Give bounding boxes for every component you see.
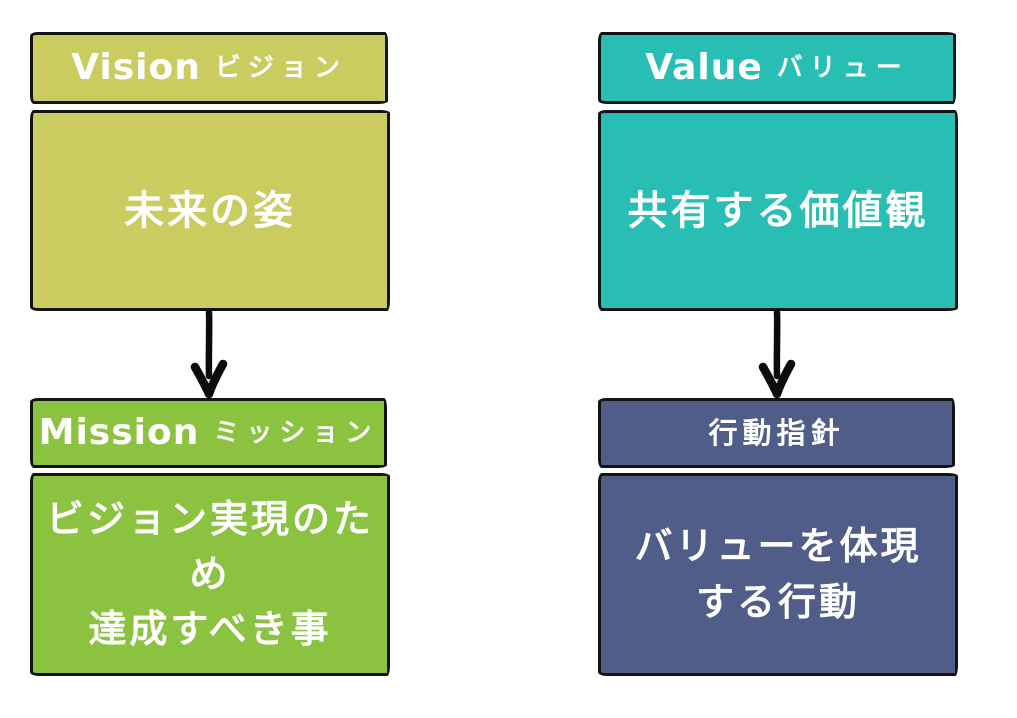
mission-header-box: Mission ミッション — [30, 398, 387, 468]
vision-body-text: 未来の姿 — [124, 187, 296, 234]
guideline-body-box: バリューを体現 する行動 — [598, 473, 958, 676]
value-body-text: 共有する価値観 — [627, 187, 929, 234]
value-body-box: 共有する価値観 — [598, 110, 958, 311]
guideline-body-line1: バリューを体現 — [634, 524, 922, 569]
guideline-body-line2: する行動 — [695, 579, 860, 624]
value-header-en-label: Value — [645, 47, 763, 88]
vision-header-ja-label: ビジョン — [214, 53, 347, 83]
guideline-header-label: 行動指針 — [708, 415, 845, 450]
mission-header-en-label: Mission — [38, 412, 200, 453]
guideline-header-box: 行動指針 — [598, 398, 955, 468]
value-header-box: Value バリュー — [598, 32, 956, 104]
mission-body-line2: 達成すべき事 — [88, 607, 332, 652]
guideline-body-text: バリューを体現 する行動 — [634, 519, 921, 629]
mission-body-text: ビジョン実現のため 達成すべき事 — [33, 492, 387, 657]
vision-body-box: 未来の姿 — [30, 110, 390, 311]
mission-body-box: ビジョン実現のため 達成すべき事 — [30, 473, 390, 676]
down-arrow-icon — [190, 308, 228, 399]
down-arrow-icon — [758, 308, 796, 399]
vision-header-en-label: Vision — [71, 47, 201, 88]
vision-header-box: Vision ビジョン — [30, 32, 388, 104]
mission-body-line1: ビジョン実現のため — [45, 496, 374, 596]
value-header-ja-label: バリュー — [776, 53, 909, 83]
mission-header-ja-label: ミッション — [213, 418, 379, 448]
